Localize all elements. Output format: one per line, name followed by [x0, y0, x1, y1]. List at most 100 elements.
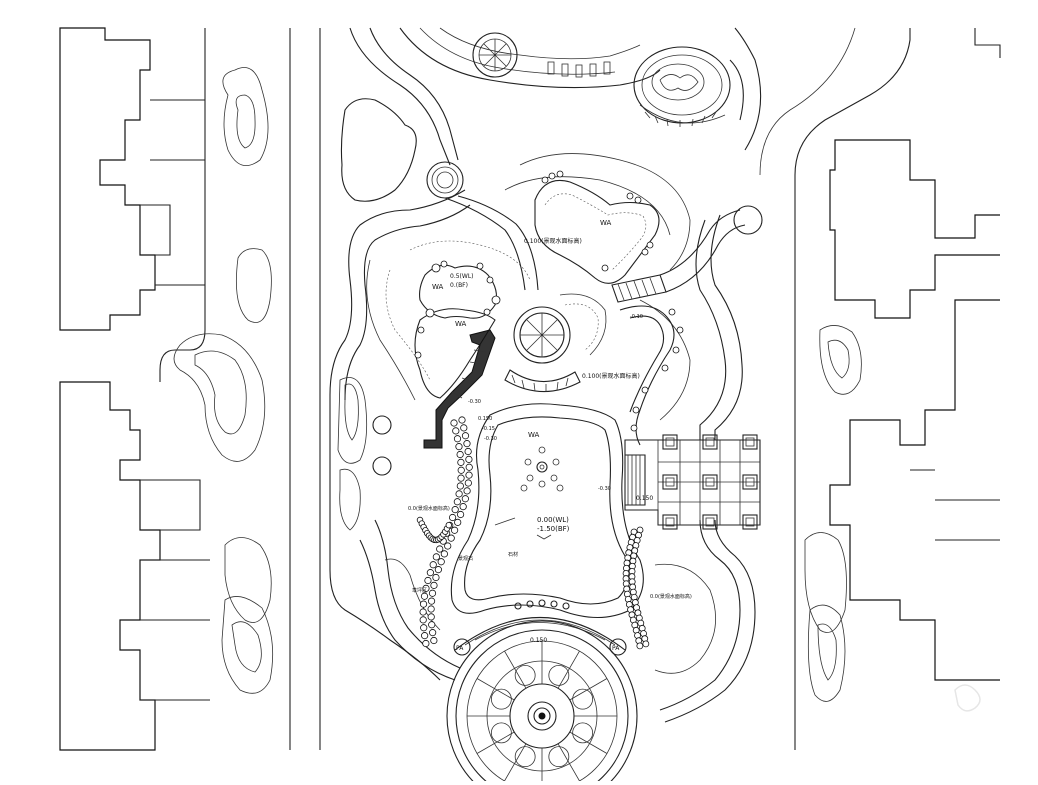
south-plaza-ring-1: [446, 620, 638, 785]
nw-roundabout-core: [436, 171, 454, 189]
east-plaza-level: 0.150: [636, 495, 653, 502]
main-pond-level-bf: -1.50(BF): [537, 525, 570, 533]
rock: [432, 553, 440, 561]
rock: [420, 624, 428, 632]
pavilion-arc-step: [504, 369, 581, 393]
nw-lawn-blob: [340, 98, 417, 202]
pa-marker-left: [453, 638, 471, 656]
pavilion-step-treads: [511, 374, 569, 392]
main-pond-edge-inner: [464, 416, 629, 605]
spot-d: -0.10: [630, 314, 643, 320]
east-small-circle: [733, 205, 763, 235]
north-pond-inner: [544, 193, 647, 271]
left-verge: [159, 28, 321, 750]
building-right-upper: [829, 139, 1000, 319]
rock: [453, 498, 461, 506]
rock: [451, 526, 459, 534]
top-oval-stair-treads: [644, 111, 717, 127]
south-plaza-spokes: [467, 641, 617, 785]
plaza-level: 0.100(景观水面标高): [582, 372, 640, 380]
main-pond-fountain: [520, 446, 564, 492]
planting-bed-r1: [819, 325, 862, 395]
rock: [437, 558, 445, 566]
rock: [454, 518, 462, 526]
rock: [427, 597, 436, 605]
north-pond-edge: [534, 179, 660, 284]
rock: [422, 639, 430, 648]
east-plaza-outline: [624, 439, 761, 526]
plaza-petal: [490, 688, 512, 710]
plaza-spoke: [557, 650, 580, 689]
main-pond-level-marker: [536, 534, 552, 540]
top-plaza-benches: [547, 61, 611, 78]
plaza-petal: [514, 664, 536, 686]
verge-edge-upper: [159, 28, 206, 382]
top-plaza: [399, 27, 731, 127]
east-promenade: [695, 214, 743, 440]
rock: [459, 503, 467, 511]
east-plaza-step: [625, 454, 646, 506]
east-stream-rocks: [630, 308, 684, 432]
building-right-corner: [974, 28, 1001, 58]
spot-e: -0.30: [468, 399, 481, 405]
rock: [453, 435, 462, 443]
planting-bed-1: [222, 67, 269, 167]
west-pond-a-label: WA: [432, 283, 444, 291]
pa-label-right: PA: [612, 645, 620, 652]
rock: [460, 424, 468, 432]
rock: [456, 482, 464, 490]
pavilion-hardscape-dash: [564, 303, 599, 351]
south-round-plaza: 0.150 PA PA: [446, 599, 638, 785]
plaza-spoke: [557, 743, 580, 782]
rock-chain-east: [622, 526, 650, 650]
note-center-b: 石材: [508, 551, 518, 558]
top-oval-fountain-ring: [641, 54, 723, 116]
east-lower-path: [659, 519, 756, 723]
west-pond-b-label: WA: [455, 320, 467, 328]
rock: [463, 487, 471, 495]
main-pond-edge-outer: [450, 403, 644, 618]
rock: [424, 576, 432, 585]
top-circle-spokes: [479, 39, 511, 71]
planting-bed-1-inner: [235, 94, 256, 149]
pa-label-left: PA: [456, 645, 464, 652]
south-plaza-ring-2: [455, 629, 629, 785]
rock-chain-west: [416, 416, 473, 648]
plaza-spoke: [476, 678, 515, 701]
left-buildings: [59, 27, 210, 751]
top-plaza-arc-inner: [419, 27, 616, 75]
south-plaza-arc-2: [464, 619, 616, 646]
west-node-a: [372, 415, 392, 435]
west-pond-level: 0.5(WL): [450, 273, 474, 280]
rock: [636, 642, 644, 650]
spot-b: -0.15: [482, 426, 495, 432]
planting-bed-2: [236, 248, 272, 323]
north-bridge: [611, 209, 746, 303]
nw-roundabout-inner: [431, 166, 459, 194]
plaza-spoke: [476, 731, 515, 754]
note-right: 0.0(景观水面标高): [650, 593, 692, 600]
building-left-upper-wing: [140, 204, 171, 256]
east-stream-edge-2: [629, 315, 665, 413]
rock: [420, 592, 429, 600]
rock: [430, 636, 438, 645]
note-left: 0.0(景观水面标高): [408, 505, 450, 512]
contour-1: [385, 269, 431, 381]
outer-loop-east: [729, 27, 762, 151]
rock: [464, 447, 472, 456]
top-oval-stairs: [639, 104, 726, 124]
north-pond-label: WA: [600, 219, 612, 227]
main-pond: WA 0.00(WL) -1.50(BF) 0.150 -0.15 -0.30 …: [450, 314, 644, 618]
pavilion-outer: [513, 306, 571, 364]
plaza-petal: [572, 722, 594, 744]
right-verge: [759, 27, 911, 750]
rock: [465, 471, 473, 479]
rock: [642, 640, 650, 648]
rock: [440, 550, 448, 558]
plaza-petal: [572, 688, 594, 710]
south-plaza-level: 0.150: [530, 637, 547, 644]
contour-7: [654, 563, 716, 674]
rock: [456, 450, 464, 459]
south-plaza-posts: [514, 599, 570, 610]
plaza-spoke: [504, 743, 527, 782]
